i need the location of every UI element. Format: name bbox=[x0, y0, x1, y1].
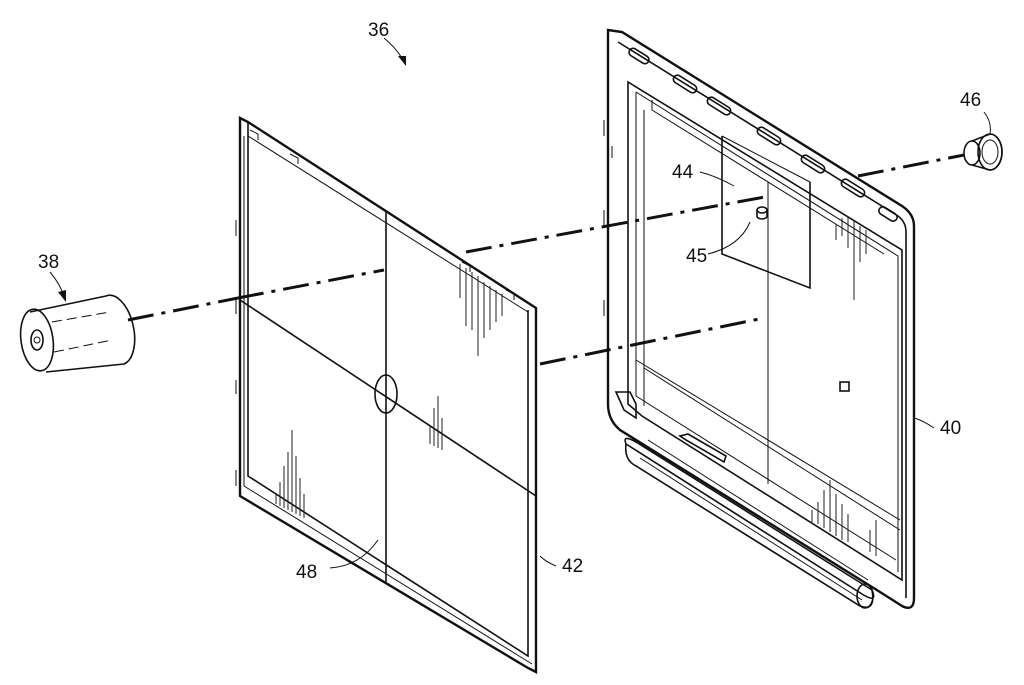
leader-lines bbox=[49, 37, 991, 569]
label-assembly: 36 bbox=[368, 20, 389, 41]
rear-frame bbox=[603, 28, 916, 609]
left-cap bbox=[19, 294, 136, 373]
label-inner-plate: 44 bbox=[672, 162, 694, 183]
front-panel bbox=[235, 116, 538, 674]
label-right-cap: 46 bbox=[960, 90, 981, 111]
center-line-horizontal bbox=[239, 299, 537, 497]
label-left-cap: 38 bbox=[38, 252, 59, 273]
inner-plate bbox=[721, 135, 811, 290]
label-center-line: 48 bbox=[296, 562, 317, 583]
boss bbox=[756, 206, 768, 220]
reference-labels: 36 38 44 45 46 40 42 48 bbox=[38, 20, 981, 583]
right-cap bbox=[963, 133, 1003, 171]
assembly-axis-lines bbox=[127, 153, 965, 366]
label-rear-frame: 40 bbox=[940, 418, 961, 439]
label-boss: 45 bbox=[686, 246, 707, 267]
label-front-panel: 42 bbox=[562, 556, 583, 577]
